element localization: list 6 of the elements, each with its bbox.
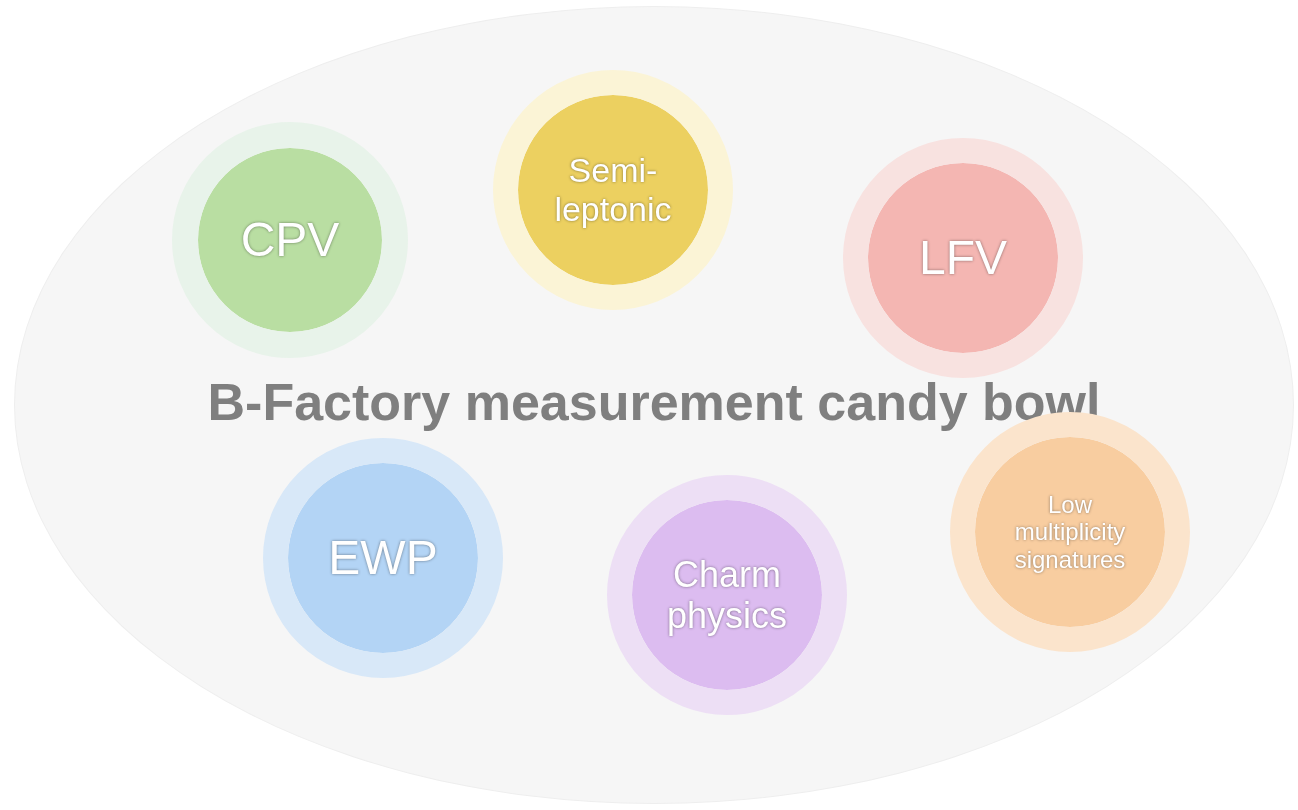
- topic-label: CPV: [239, 212, 341, 268]
- topic-label: Semi-leptonic: [553, 150, 673, 230]
- topic-label: LFV: [918, 230, 1008, 286]
- topic-label: EWP: [327, 530, 439, 586]
- topic-label: Charm physics: [665, 553, 788, 637]
- topic-label: Low multiplicity signatures: [1013, 490, 1127, 574]
